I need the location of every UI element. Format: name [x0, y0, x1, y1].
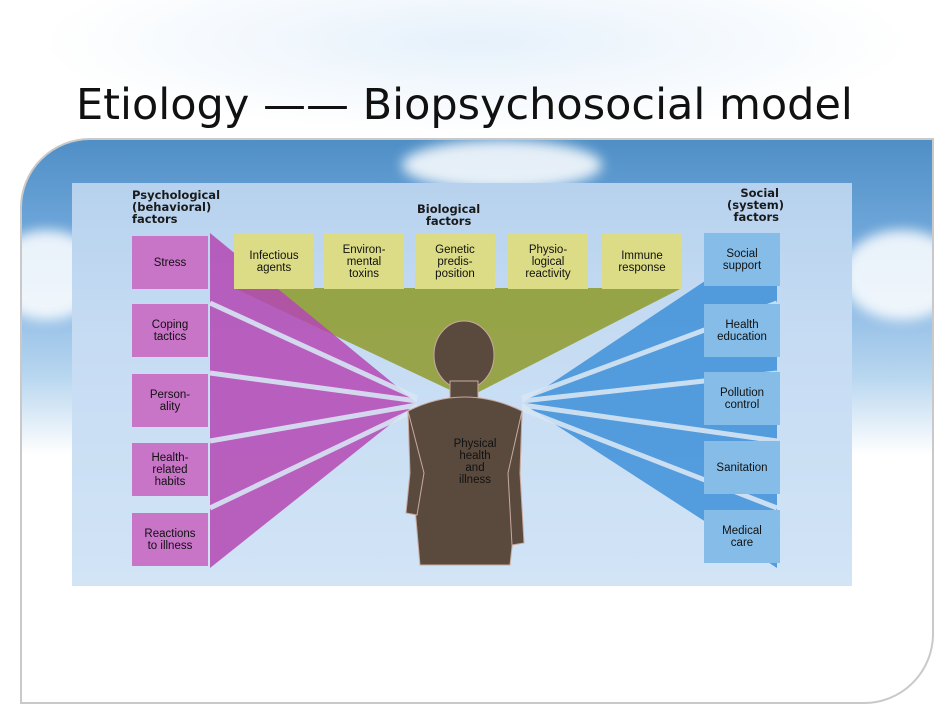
soc-box-sanitation: Sanitation	[704, 441, 780, 494]
psychological-header: Psychological (behavioral) factors	[132, 188, 221, 226]
bio-box-genetic-predisposition: Genetic predis- position	[415, 234, 495, 289]
social-header: Social (system) factors	[727, 186, 784, 224]
person-figure	[405, 320, 525, 566]
psy-box-reactions-to-illness: Reactions to illness	[132, 513, 208, 566]
cloud-decoration	[842, 230, 932, 320]
soc-box-social-support: Social support	[704, 233, 780, 286]
psy-box-stress: Stress	[132, 236, 208, 289]
psy-box-coping-tactics: Coping tactics	[132, 304, 208, 357]
sky-background	[0, 0, 950, 140]
slide-title: Etiology —— Biopsychosocial model	[76, 80, 853, 130]
soc-box-health-education: Health education	[704, 304, 780, 357]
biological-header: Biological factors	[417, 202, 481, 228]
bio-box-environmental-toxins: Environ- mental toxins	[324, 234, 404, 289]
bio-box-physiological-reactivity: Physio- logical reactivity	[508, 234, 588, 289]
psy-box-personality: Person- ality	[132, 374, 208, 427]
bio-box-infectious-agents: Infectious agents	[234, 234, 314, 289]
center-label: Physical health and illness	[453, 438, 497, 486]
bio-box-immune-response: Immune response	[602, 234, 682, 289]
cloud-decoration	[402, 140, 602, 190]
psy-box-health-related-habits: Health- related habits	[132, 443, 208, 496]
soc-box-pollution-control: Pollution control	[704, 372, 780, 425]
biopsychosocial-diagram: Psychological (behavioral) factors Biolo…	[72, 183, 852, 586]
soc-box-medical-care: Medical care	[704, 510, 780, 563]
